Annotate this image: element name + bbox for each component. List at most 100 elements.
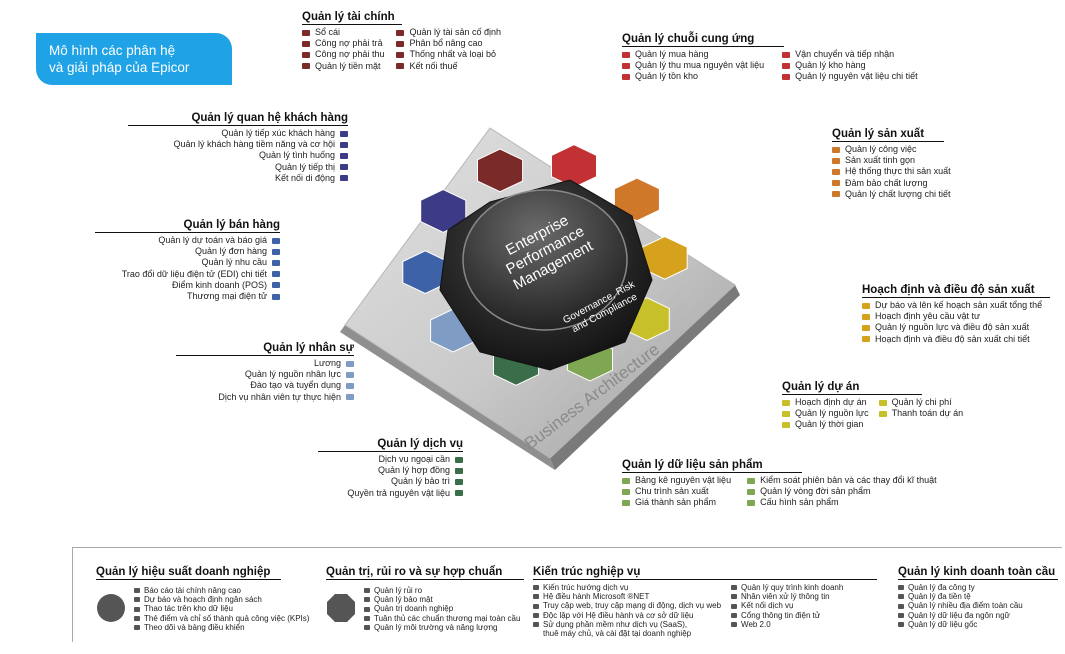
crm-title: Quản lý quan hệ khách hàng	[128, 112, 348, 126]
architecture-item-label: Hệ điều hành Microsoft ®NET	[543, 592, 650, 602]
architecture-item-label: Kết nối dịch vụ	[741, 601, 794, 611]
product-item: Bảng kê nguyên vật liệu	[622, 475, 731, 486]
supply-item-label: Quản lý thu mua nguyên vật liệu	[635, 60, 765, 71]
architecture-item: Sử dụng phần mềm như dịch vụ (SaaS),	[533, 620, 721, 629]
product-item-label: Quản lý vòng đời sản phẩm	[760, 486, 871, 497]
bottom-panel: Quản lý hiệu suất doanh nghiệp Báo cáo t…	[72, 547, 1062, 642]
bullet-square-icon	[340, 153, 348, 159]
crm-item: Quản lý tiếp thị	[128, 162, 348, 173]
bullet-square-icon	[340, 141, 348, 148]
finance-item-label: Kết nối thuế	[409, 60, 458, 71]
grc-item-label: Quản trị doanh nghiệp	[374, 604, 454, 614]
sales-item-label: Điểm kinh doanh (POS)	[171, 279, 267, 290]
product-item: Chu trình sản xuất	[622, 486, 731, 497]
bullet-square-icon	[272, 271, 280, 278]
supply-chain-title: Quản lý chuỗi cung ứng	[622, 33, 784, 47]
service-item: Quản lý hợp đồng	[318, 465, 463, 476]
sales-item-label: Quản lý nhu cầu	[201, 257, 267, 268]
grc-item-label: Quản lý rủi ro	[374, 586, 423, 595]
planning-item-label: Hoạch định yêu cầu vật tư	[875, 311, 981, 322]
planning-item: Dự báo và lên kế hoạch sản xuất tổng thể	[862, 300, 1050, 311]
grc-item: Quản lý rủi ro	[364, 586, 520, 595]
bullet-square-icon	[898, 612, 904, 618]
bullet-square-icon	[622, 74, 630, 80]
global-item: Quản lý dữ liệu gốc	[898, 620, 1060, 629]
epm-item-label: Báo cáo tài chính nâng cao	[144, 586, 241, 595]
finance-item-label: Công nợ phải trả	[315, 38, 383, 49]
manufacturing-title: Quản lý sản xuất	[832, 128, 944, 142]
global-item: Quản lý đa tiền tệ	[898, 592, 1060, 601]
bullet-square-icon	[898, 585, 904, 591]
global-item-label: Quản lý đa tiền tệ	[908, 592, 971, 602]
supply-item: Quản lý nguyên vật liệu chi tiết	[782, 71, 918, 82]
project-item-label: Quản lý nguồn lực	[795, 408, 869, 419]
sales-item-label: Quản lý đơn hàng	[195, 246, 267, 257]
hr-item: Dịch vụ nhân viên tự thực hiện	[176, 392, 354, 403]
finance-item-label: Quản lý tiền mặt	[315, 60, 381, 71]
project-item-label: Quản lý thời gian	[795, 419, 864, 430]
global-item-label: Quản lý nhiều địa điểm toàn cầu	[908, 601, 1023, 611]
product-item-label: Chu trình sản xuất	[635, 486, 709, 497]
bullet-square-icon	[396, 63, 405, 70]
bullet-square-icon	[533, 603, 539, 609]
bullet-square-icon	[272, 293, 280, 300]
manufacturing-item: Hệ thống thực thi sản xuất	[832, 166, 951, 177]
finance-item: Kết nối thuế	[396, 61, 501, 72]
finance-item: Quản lý tiền mặt	[302, 61, 384, 72]
finance-item: Thống nhất và loại bỏ	[396, 49, 501, 60]
petal-manufacturing	[613, 177, 660, 222]
planning-item: Hoạch định và điều độ sản xuất chi tiết	[862, 334, 1050, 345]
planning-group: Hoạch định và điều độ sản xuất Dự báo và…	[862, 284, 1050, 345]
global-item-label: Quản lý dữ liệu đa ngôn ngữ	[908, 610, 1010, 620]
supply-item: Quản lý mua hàng	[622, 49, 764, 60]
planning-list: Dự báo và lên kế hoạch sản xuất tổng thể…	[862, 300, 1050, 345]
project-item-label: Hoạch định dự án	[795, 397, 867, 407]
sales-group: Quản lý bán hàng Quản lý dự toán và báo …	[95, 219, 280, 302]
supply-item: Quản lý tồn kho	[622, 71, 764, 82]
bullet-square-icon	[622, 488, 630, 495]
project-item: Quản lý chi phí	[878, 397, 964, 408]
sales-item: Quản lý dự toán và báo giá	[95, 235, 280, 246]
bullet-square-icon	[272, 248, 280, 255]
bullet-square-icon	[455, 467, 463, 474]
project-item: Hoạch định dự án	[782, 397, 869, 408]
project-item: Thanh toán dự án	[878, 408, 963, 419]
crm-item-label: Quản lý tiếp thị	[274, 161, 335, 172]
finance-item: Quản lý tài sản cố định	[396, 27, 501, 38]
architecture-item: Truy cập web, truy cập mạng di động, dịc…	[533, 601, 721, 610]
manufacturing-item: Sản xuất tinh gọn	[832, 155, 951, 166]
planning-item: Quản lý nguồn lực và điều độ sản xuất	[862, 322, 1050, 333]
bullet-square-icon	[832, 191, 840, 198]
architecture-item-label: Độc lập với Hệ điều hành và cơ sở dữ liệ…	[543, 610, 694, 620]
crm-item-label: Quản lý khách hàng tiềm năng và cơ hội	[173, 139, 336, 150]
product-item-label: Bảng kê nguyên vật liệu	[635, 475, 732, 485]
sales-item: Trao đổi dữ liệu điện tử (EDI) chi tiết	[95, 269, 280, 280]
bullet-square-icon	[302, 63, 310, 70]
supply-item-label: Quản lý mua hàng	[635, 49, 709, 59]
grc-column: Quản trị, rủi ro và sự hợp chuẩn Quản lý…	[326, 566, 526, 632]
manufacturing-item-label: Hệ thống thực thi sản xuất	[845, 166, 951, 177]
hr-item: Lương	[176, 358, 354, 369]
product-list-col2: Kiểm soát phiên bản và các thay đổi kĩ t…	[747, 475, 937, 509]
crm-item: Quản lý tình huống	[128, 150, 348, 161]
supply-item: Vận chuyển và tiếp nhận	[782, 49, 918, 60]
bullet-square-icon	[134, 624, 140, 630]
epm-diagram: Enterprise Performance Management Govern…	[340, 127, 740, 470]
architecture-item: Nhân viên xử lý thông tin	[731, 592, 843, 601]
bullet-square-icon	[272, 237, 280, 244]
grc-item-label: Tuân thủ các chuẩn thương mại toàn cầu	[374, 613, 521, 623]
service-item-label: Quản lý hợp đồng	[378, 465, 450, 476]
hr-item-label: Dịch vụ nhân viên tự thực hiện	[218, 391, 341, 402]
bullet-square-icon	[782, 422, 790, 428]
bullet-square-icon	[455, 490, 463, 497]
supply-item-label: Quản lý kho hàng	[795, 60, 866, 71]
finance-item-label: Phân bổ nâng cao	[409, 38, 483, 49]
hr-title: Quản lý nhân sự	[176, 342, 354, 356]
